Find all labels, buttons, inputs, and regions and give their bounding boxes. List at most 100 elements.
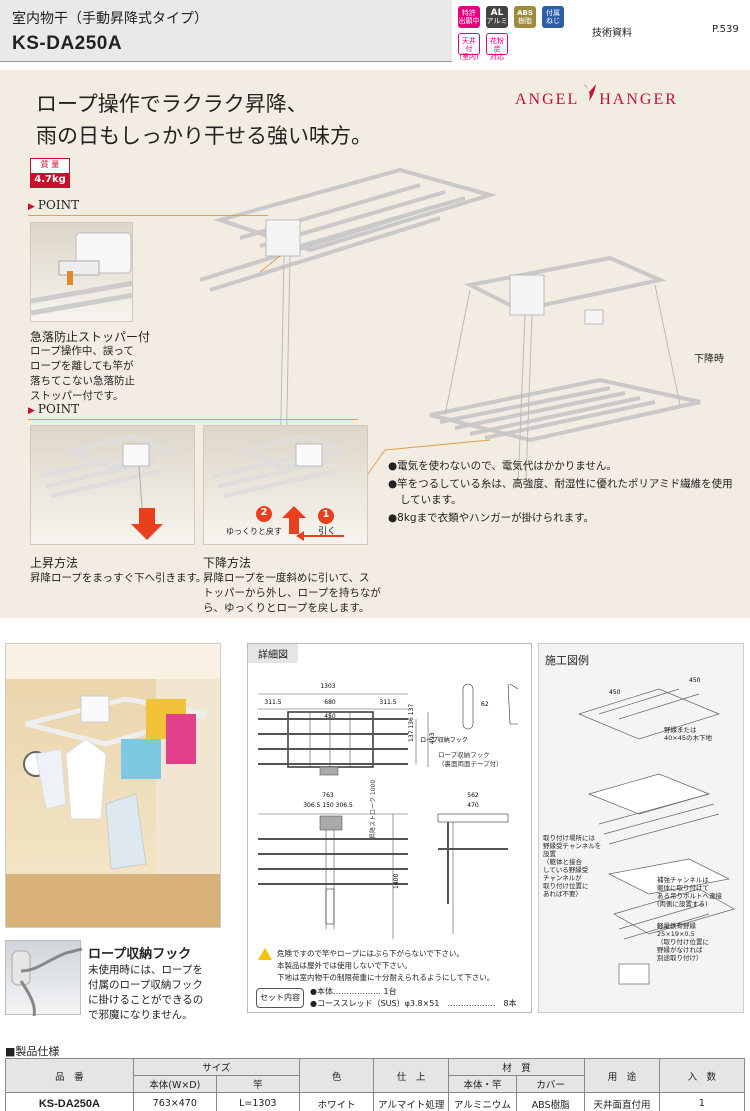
raise-desc: 昇降ロープをまっすぐ下へ引きます。 [30, 572, 207, 584]
hook-desc-line: 未使用時には、ロープを [88, 964, 203, 976]
set-line-2: ●コーススレッド（SUS）φ3.8×51 ……………… 8本 [310, 999, 517, 1008]
raise-image [40, 433, 178, 540]
note-line: ある吊りボルトへ連接 [657, 892, 722, 900]
cell-pole: L=1303 [215, 1092, 300, 1111]
warning-notes: 危険ですので竿やロープにはぶら下がらないで下さい。 本製品は屋外では使用しないで… [258, 948, 536, 984]
note-line: （躯体と接合 [543, 858, 582, 866]
logo-text-right: HANGER [599, 91, 678, 108]
th-model: 品 番 [5, 1058, 134, 1093]
feature-bullet: ●電気を使わないので、電気代はかかりません。 [388, 460, 617, 472]
room-image [6, 644, 220, 927]
note-line: 軽量鉄骨野縁 [657, 922, 696, 930]
page-number: P.539 [712, 24, 739, 35]
stopper-image [31, 232, 132, 316]
hook-label-line: （裏面両面テープ付） [438, 760, 503, 768]
dim-1303: 1303 [320, 683, 335, 690]
raise-title: 上昇方法 [30, 556, 79, 570]
badge-screw: 付属ねじ [542, 6, 564, 28]
badge-patent: 特許出願中 [458, 6, 480, 28]
construct-title: 施工図例 [545, 654, 589, 667]
hook-label-line: ロープ収納フック [438, 751, 490, 759]
note-line: 補強チャンネルは [657, 876, 709, 884]
construct-note-2: 取り付け場所には 野縁受チャンネルを 設置 （躯体と接合 している野縁受 チャン… [543, 834, 601, 898]
step2-label: ゆっくりと戻す [226, 527, 282, 536]
note-line: 25×19×0.5 [657, 930, 695, 938]
product-model: KS-DA250A [12, 33, 123, 54]
construction-example: 施工図例 450 450 野縁または 40×45の木下地 取り付け場所には 野縁… [538, 643, 744, 1013]
step2-number: 2 [260, 507, 268, 518]
feature-bullets: ●電気を使わないので、電気代はかかりません。 ●竿をつるしている糸は、高強度、耐… [388, 458, 738, 528]
construct-dim-b: 450 [689, 677, 701, 684]
lowered-label: 下降時 [694, 354, 724, 365]
th-use: 用 途 [584, 1058, 660, 1093]
weight-badge: 質 量 4.7kg [30, 158, 70, 188]
warning-line: 本製品は屋外では使用しないで下さい。 [277, 961, 412, 970]
stopper-photo [30, 222, 133, 322]
th-color: 色 [298, 1058, 375, 1093]
step1-label: 引く [318, 527, 337, 537]
warning-icon [258, 948, 272, 960]
note-line: あれば不要） [543, 890, 582, 898]
note-line: (両側に設置する) [657, 900, 708, 908]
dim-1400: 1400 [393, 874, 400, 889]
set-line-1: ●本体……………… 1台 [310, 987, 397, 996]
dim-470: 470 [467, 802, 479, 809]
dim-62: 62 [481, 701, 489, 708]
hook-desc-line: に掛けることができるの [88, 994, 204, 1006]
stopper-title: 急落防止ストッパー付 [30, 330, 151, 344]
construct-note-4: 軽量鉄骨野縁 25×19×0.5 （取り付け位置に 野縁がなければ 別途取り付け… [657, 922, 709, 962]
title-bar: 室内物干（手動昇降式タイプ） KS-DA250A [0, 0, 452, 62]
hook-desc: 未使用時には、ロープを 付属のロープ収納フック に掛けることができるの で邪魔に… [88, 963, 203, 1023]
cell-mat-cover: ABS樹脂 [516, 1092, 586, 1111]
note-line: （取り付け位置に [657, 938, 709, 946]
product-category: 室内物干（手動昇降式タイプ） [12, 11, 208, 27]
lower-image [213, 433, 351, 541]
lower-desc-line: ら、ゆっくりとロープを戻します。 [203, 602, 370, 614]
table-row: KS-DA250A 763×470 L=1303 ホワイト アルマイト処理 アル… [5, 1092, 746, 1111]
construct-note-1: 野縁または 40×45の木下地 [664, 726, 712, 742]
weight-label: 質 量 [40, 160, 60, 169]
point-underline-1 [28, 215, 268, 216]
dim-562: 562 [467, 792, 479, 799]
badge-ceiling: 天井付(室内) [458, 33, 480, 61]
dim-front: 306.5 150 306.5 [303, 802, 353, 809]
hook-label-1: ロープ収納フック [420, 736, 468, 744]
spec-title: ■製品仕様 [5, 1045, 60, 1058]
cell-model: KS-DA250A [5, 1092, 134, 1111]
th-size: サイズ [132, 1058, 300, 1076]
th-material: 材 質 [447, 1058, 586, 1076]
lower-desc: 昇降ロープを一度斜めに引いて、ス トッパーから外し、ロープを持ちなが ら、ゆっく… [203, 571, 381, 616]
note-line: 40×45の木下地 [664, 734, 712, 742]
detail-svg: 1303 311.5 680 311.5 450 137 136 137 493… [258, 683, 519, 939]
construct-svg: 450 450 [577, 677, 735, 985]
cell-body-size: 763×470 [132, 1092, 217, 1111]
stopper-desc-line: ロープを離しても竿が [30, 360, 134, 372]
hook-image [11, 947, 83, 1017]
hook-desc-line: 付属のロープ収納フック [88, 979, 203, 991]
detail-drawing: 詳細図 [247, 643, 532, 1013]
point-underline-2 [28, 419, 358, 420]
cell-finish: アルマイト処理 [373, 1092, 449, 1111]
stopper-desc: ロープ操作中、誤って ロープを離しても竿が 落ちてこない急落防止 ストッパー付で… [30, 344, 135, 404]
dim-680: 680 [324, 699, 336, 706]
th-mat-body: 本体・竿 [447, 1075, 518, 1093]
warning-line: 危険ですので竿やロープにはぶら下がらないで下さい。 [277, 949, 464, 958]
stopper-desc-line: 落ちてこない急落防止 [30, 375, 135, 387]
set-contents: セット内容 ●本体……………… 1台 ●コーススレッド（SUS）φ3.8×51 … [256, 986, 538, 1010]
note-line: 躯体に取り付けて [657, 884, 709, 892]
lower-photo: 2 ゆっくりと戻す 1 引く [203, 425, 368, 545]
feature-bullet: ●8kgまで衣類やハンガーが掛けられます。 [388, 512, 595, 524]
hook-photo [5, 940, 83, 1017]
stopper-desc-line: ストッパー付です。 [30, 390, 124, 402]
dim-450: 450 [324, 713, 336, 720]
th-size-pole: 竿 [215, 1075, 300, 1093]
note-line: 野縁受チャンネルを [543, 842, 602, 850]
point-label-2: POINT [37, 402, 80, 416]
th-qty: 入 数 [658, 1058, 746, 1093]
doc-label: 技術資料 [592, 28, 632, 39]
